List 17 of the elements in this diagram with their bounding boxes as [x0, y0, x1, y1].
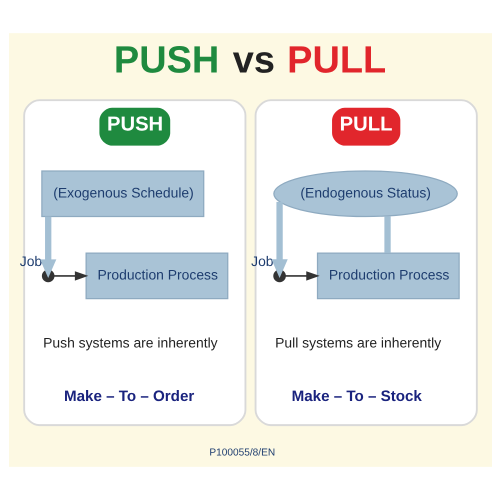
connector [384, 216, 390, 253]
arrow [284, 271, 320, 281]
node-ellipse: (Endogenous Status) [272, 170, 458, 218]
arrow [54, 271, 88, 281]
arrow [270, 202, 288, 278]
label: Push systems are inherently [42, 334, 218, 351]
diagram-title: PUSH vs PULL [113, 39, 386, 82]
node-circle [272, 270, 286, 282]
label: Make – To – Stock [291, 388, 422, 406]
label: Pull systems are inherently [274, 334, 441, 351]
label: Make – To – Order [64, 388, 194, 406]
node-circle [41, 270, 54, 282]
node-box: Production Process [316, 252, 460, 300]
label: P100055/8/EN [208, 447, 275, 458]
node-box: Production Process [85, 252, 228, 300]
arrow [40, 216, 56, 278]
node-box: (Exogenous Schedule) [40, 170, 204, 218]
